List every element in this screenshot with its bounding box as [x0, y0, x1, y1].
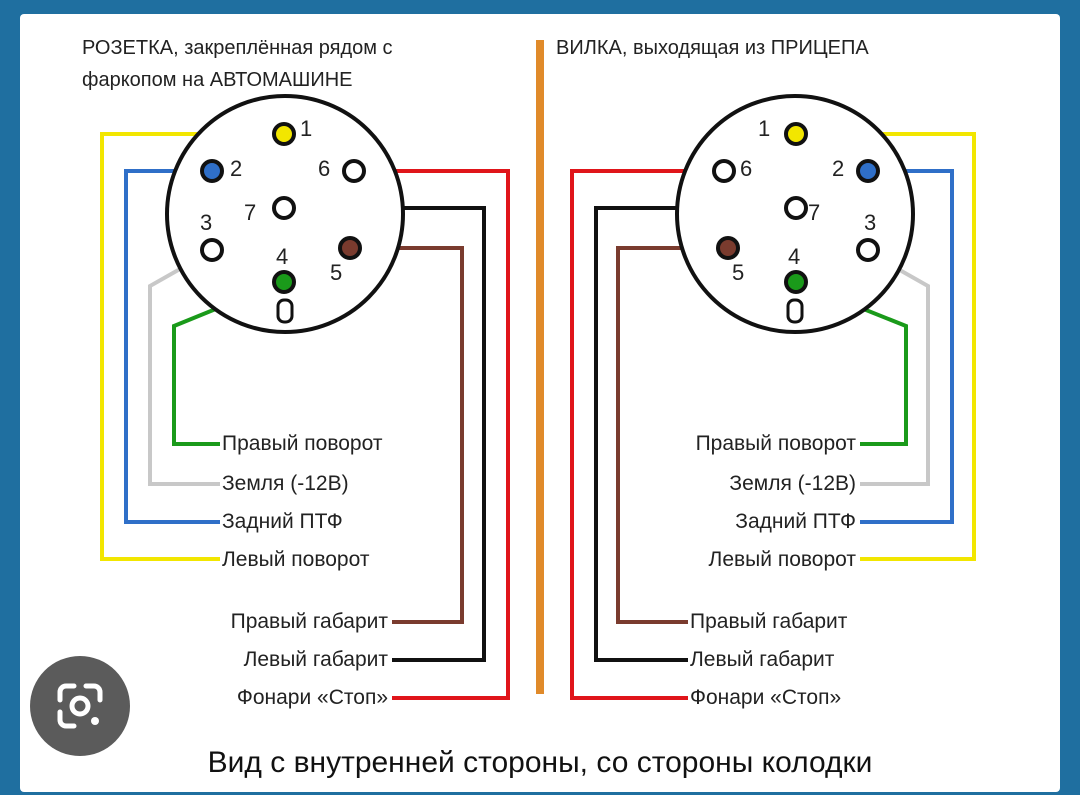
right-label-left-marker: Левый габарит: [690, 648, 835, 671]
right-pin-2: [856, 159, 880, 183]
left-title-line2: фаркопом на АВТОМАШИНЕ: [82, 69, 353, 91]
left-pin-num-5: 5: [330, 260, 342, 285]
right-label-left-turn: Левый поворот: [709, 548, 857, 571]
right-pin-num-1: 1: [758, 116, 770, 141]
right-pin-num-7: 7: [808, 200, 820, 225]
left-wire-6-red: [354, 169, 510, 700]
left-pin-4: [272, 270, 296, 294]
left-pin-num-6: 6: [318, 156, 330, 181]
left-connector: 1 2 3 4 5 6 7 Правый поворот Земля (-12В…: [100, 94, 510, 709]
right-pin-3: [856, 238, 880, 262]
left-pin-num-4: 4: [276, 244, 288, 269]
left-pin-num-2: 2: [230, 156, 242, 181]
left-label-right-marker: Правый габарит: [231, 610, 389, 633]
right-pin-4: [784, 270, 808, 294]
right-pin-num-5: 5: [732, 260, 744, 285]
left-wire-1-yellow: [100, 132, 282, 561]
left-pin-5: [338, 236, 362, 260]
right-pin-7: [784, 196, 808, 220]
left-pin-6: [342, 159, 366, 183]
right-wire-2-blue: [860, 169, 954, 524]
left-label-rear-fog: Задний ПТФ: [222, 510, 343, 533]
left-wire-5-brown: [350, 246, 464, 624]
right-label-right-turn: Правый поворот: [696, 432, 857, 455]
google-lens-icon[interactable]: [30, 656, 130, 756]
right-pin-1: [784, 122, 808, 146]
left-wire-2-blue: [124, 169, 220, 524]
right-wire-6-red: [570, 169, 724, 700]
right-wire-5-brown: [616, 246, 728, 624]
left-pin-num-7: 7: [244, 200, 256, 225]
right-pin-num-3: 3: [864, 210, 876, 235]
connector-pinout-diagram: РОЗЕТКА, закреплённая рядом с фаркопом н…: [82, 37, 976, 779]
right-pin-6: [712, 159, 736, 183]
right-title: ВИЛКА, выходящая из ПРИЦЕПА: [556, 37, 869, 59]
right-connector: 1 2 3 4 5 6 7 Правый поворот Земля (-12В…: [570, 94, 976, 709]
left-pin-1: [272, 122, 296, 146]
right-pin-5: [716, 236, 740, 260]
left-pin-2: [200, 159, 224, 183]
left-title-line1: РОЗЕТКА, закреплённая рядом с: [82, 37, 393, 59]
left-label-right-turn: Правый поворот: [222, 432, 383, 455]
right-pin-num-6: 6: [740, 156, 752, 181]
left-label-ground: Земля (-12В): [222, 472, 349, 495]
left-pin-num-3: 3: [200, 210, 212, 235]
left-pin-7: [272, 196, 296, 220]
bottom-caption: Вид с внутренней стороны, со стороны кол…: [208, 746, 873, 779]
diagram-panel: РОЗЕТКА, закреплённая рядом с фаркопом н…: [20, 14, 1060, 792]
left-pin-num-1: 1: [300, 116, 312, 141]
right-connector-key: [786, 298, 804, 324]
right-label-right-marker: Правый габарит: [690, 610, 848, 633]
left-label-left-marker: Левый габарит: [244, 648, 389, 671]
left-connector-key: [276, 298, 294, 324]
left-label-left-turn: Левый поворот: [222, 548, 370, 571]
left-pin-3: [200, 238, 224, 262]
left-label-stop: Фонари «Стоп»: [237, 686, 388, 709]
right-label-ground: Земля (-12В): [729, 472, 856, 495]
right-label-stop: Фонари «Стоп»: [690, 686, 841, 709]
lens-glyph: [57, 683, 103, 729]
right-pin-num-2: 2: [832, 156, 844, 181]
right-label-rear-fog: Задний ПТФ: [735, 510, 856, 533]
right-pin-num-4: 4: [788, 244, 800, 269]
